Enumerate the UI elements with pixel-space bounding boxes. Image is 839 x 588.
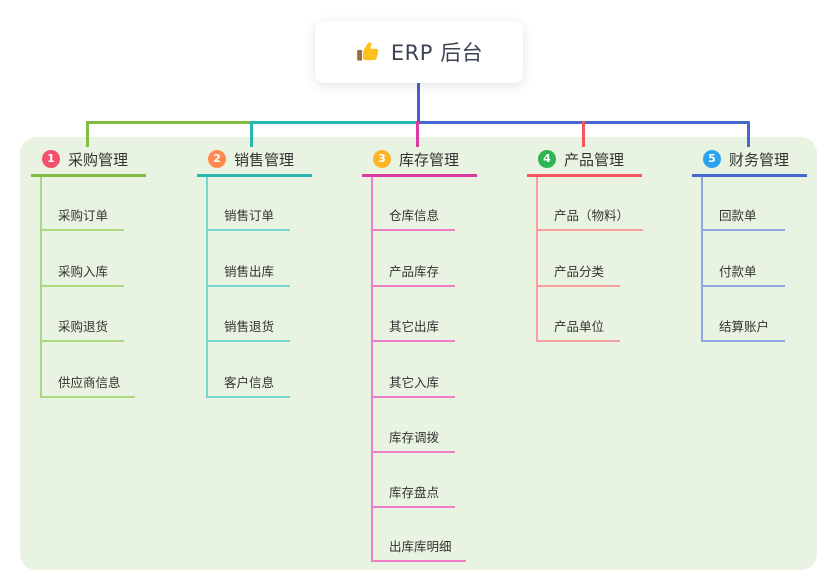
- branch-finance-underline: [692, 174, 807, 177]
- branch-sales: 2 销售管理 销售订单 销售出库 销售退货 客户信息: [197, 146, 367, 398]
- badge-5: 5: [703, 150, 721, 168]
- connector-branch-2: [250, 121, 420, 124]
- branch-sales-trunk-line: [206, 177, 208, 398]
- root-node[interactable]: ERP 后台: [315, 21, 523, 83]
- branch-inventory-underline: [362, 174, 477, 177]
- branch-purchase: 1 采购管理 采购订单 采购入库 采购退货 供应商信息: [31, 146, 201, 398]
- branch-finance-header[interactable]: 5 财务管理: [692, 146, 839, 172]
- branch-product-header[interactable]: 4 产品管理: [527, 146, 697, 172]
- branch-inventory-header[interactable]: 3 库存管理: [362, 146, 532, 172]
- badge-3: 3: [373, 150, 391, 168]
- node-sales-outbound[interactable]: 销售出库: [206, 259, 290, 287]
- branch-purchase-header[interactable]: 1 采购管理: [31, 146, 201, 172]
- node-purchase-return[interactable]: 采购退货: [40, 314, 124, 342]
- branch-finance-trunk-line: [701, 177, 703, 342]
- node-inout-detail[interactable]: 出库库明细: [371, 534, 466, 562]
- branch-purchase-label: 采购管理: [68, 150, 129, 169]
- branch-finance: 5 财务管理 回款单 付款单 结算账户: [692, 146, 839, 342]
- node-purchase-order[interactable]: 采购订单: [40, 203, 124, 231]
- branch-finance-label: 财务管理: [729, 150, 790, 169]
- node-other-outbound[interactable]: 其它出库: [371, 314, 455, 342]
- node-other-inbound[interactable]: 其它入库: [371, 370, 455, 398]
- node-purchase-inbound[interactable]: 采购入库: [40, 259, 124, 287]
- node-product-category[interactable]: 产品分类: [536, 259, 620, 287]
- root-node-label: ERP 后台: [390, 41, 484, 65]
- branches-panel: [20, 137, 817, 570]
- branch-sales-header[interactable]: 2 销售管理: [197, 146, 367, 172]
- connector-drop-branch-4: [582, 121, 585, 147]
- node-warehouse-info[interactable]: 仓库信息: [371, 203, 455, 231]
- branch-product-trunk-line: [536, 177, 538, 342]
- node-payment-bill[interactable]: 付款单: [701, 259, 785, 287]
- node-sales-return[interactable]: 销售退货: [206, 314, 290, 342]
- connector-drop-branch-3: [416, 121, 419, 147]
- node-receipt-bill[interactable]: 回款单: [701, 203, 785, 231]
- branch-inventory-label: 库存管理: [399, 150, 460, 169]
- node-customer-info[interactable]: 客户信息: [206, 370, 290, 398]
- node-stock-taking[interactable]: 库存盘点: [371, 480, 455, 508]
- branch-purchase-trunk-line: [40, 177, 42, 398]
- branch-sales-label: 销售管理: [234, 150, 295, 169]
- node-sales-order[interactable]: 销售订单: [206, 203, 290, 231]
- badge-1: 1: [42, 150, 60, 168]
- connector-drop-branch-1: [86, 121, 89, 147]
- branch-purchase-underline: [31, 174, 146, 177]
- branch-sales-underline: [197, 174, 312, 177]
- thumbs-up-icon: [355, 39, 381, 65]
- node-product-material[interactable]: 产品（物料）: [536, 203, 644, 231]
- branch-product-label: 产品管理: [564, 150, 625, 169]
- node-supplier-info[interactable]: 供应商信息: [40, 370, 135, 398]
- node-product-unit[interactable]: 产品单位: [536, 314, 620, 342]
- node-settlement-account[interactable]: 结算账户: [701, 314, 785, 342]
- badge-4: 4: [538, 150, 556, 168]
- connector-drop-branch-5: [747, 121, 750, 147]
- connector-drop-branch-2: [250, 121, 253, 147]
- node-stock-transfer[interactable]: 库存调拨: [371, 425, 455, 453]
- branch-inventory: 3 库存管理 仓库信息 产品库存 其它出库 其它入库 库存调拨 库存盘点 出库库…: [362, 146, 532, 562]
- branch-product: 4 产品管理 产品（物料） 产品分类 产品单位: [527, 146, 697, 342]
- badge-2: 2: [208, 150, 226, 168]
- root-connector-line: [417, 83, 420, 123]
- node-product-stock[interactable]: 产品库存: [371, 259, 455, 287]
- branch-inventory-trunk-line: [371, 177, 373, 562]
- branch-product-underline: [527, 174, 642, 177]
